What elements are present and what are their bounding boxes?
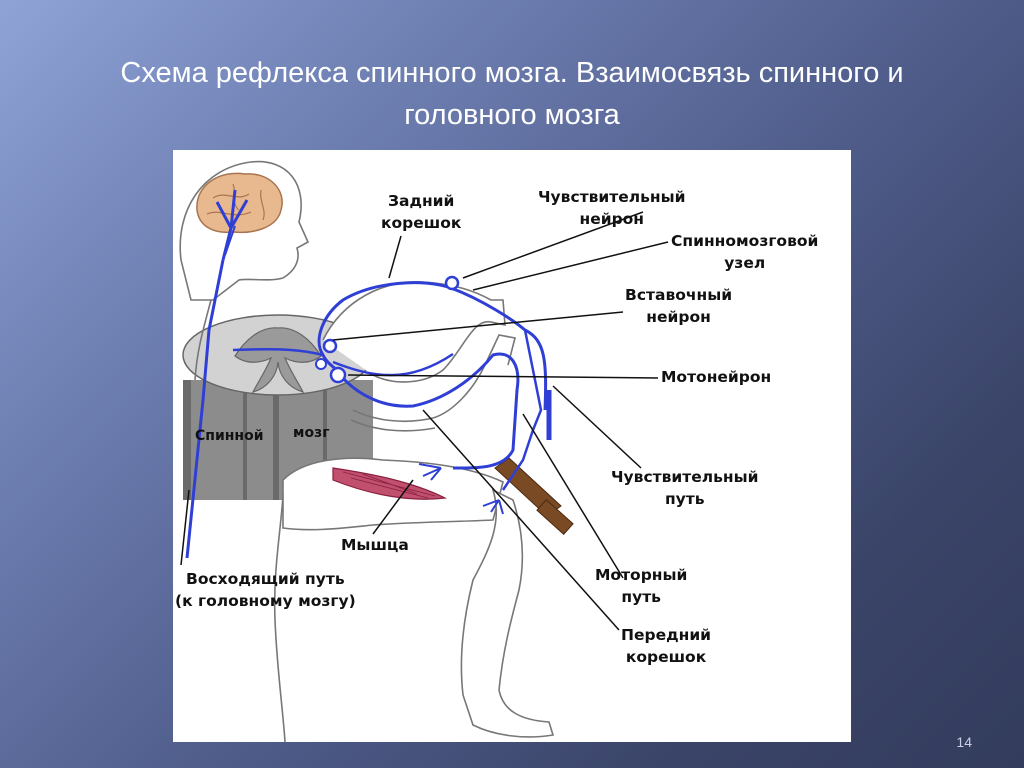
- page-number: 14: [956, 734, 972, 750]
- sensory-neuron-body: [446, 277, 458, 289]
- label-interneuron: Вставочный нейрон: [625, 284, 732, 328]
- motor-neuron-body: [331, 368, 345, 382]
- label-ascending-path: Восходящий путь (к головному мозгу): [175, 568, 356, 612]
- label-sensory-neuron: Чувствительный нейрон: [538, 186, 686, 230]
- reflex-diagram-panel: Спинной мозг Задний корешок Чувствительн…: [173, 150, 851, 742]
- label-muscle: Мышца: [341, 534, 409, 556]
- brain: [197, 173, 282, 232]
- label-anterior-root: Передний корешок: [621, 624, 711, 668]
- label-motor-neuron: Мотонейрон: [661, 366, 771, 388]
- cord-label-right: мозг: [293, 425, 330, 441]
- slide-title: Схема рефлекса спинного мозга. Взаимосвя…: [40, 52, 984, 136]
- label-motor-path: Моторный путь: [595, 564, 687, 608]
- cord-label-left: Спинной: [195, 428, 264, 444]
- label-posterior-root: Задний корешок: [381, 190, 461, 234]
- interneuron-body: [324, 340, 336, 352]
- label-sensory-path: Чувствительный путь: [611, 466, 759, 510]
- label-spinal-ganglion: Спинномозговой узел: [671, 230, 818, 274]
- title-line-2: головного мозга: [40, 94, 984, 136]
- title-line-1: Схема рефлекса спинного мозга. Взаимосвя…: [40, 52, 984, 94]
